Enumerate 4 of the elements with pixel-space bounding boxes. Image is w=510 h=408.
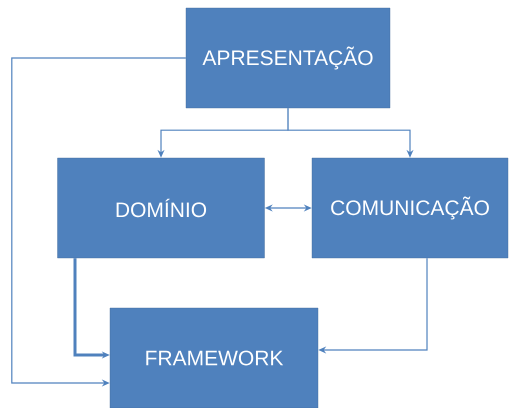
process-box: COMUNICAÇÃO: [312, 158, 508, 258]
process-box: FRAMEWORK: [110, 308, 318, 408]
process-box: DOMÍNIO: [57, 158, 265, 258]
process-box: APRESENTAÇÃO: [186, 8, 390, 108]
